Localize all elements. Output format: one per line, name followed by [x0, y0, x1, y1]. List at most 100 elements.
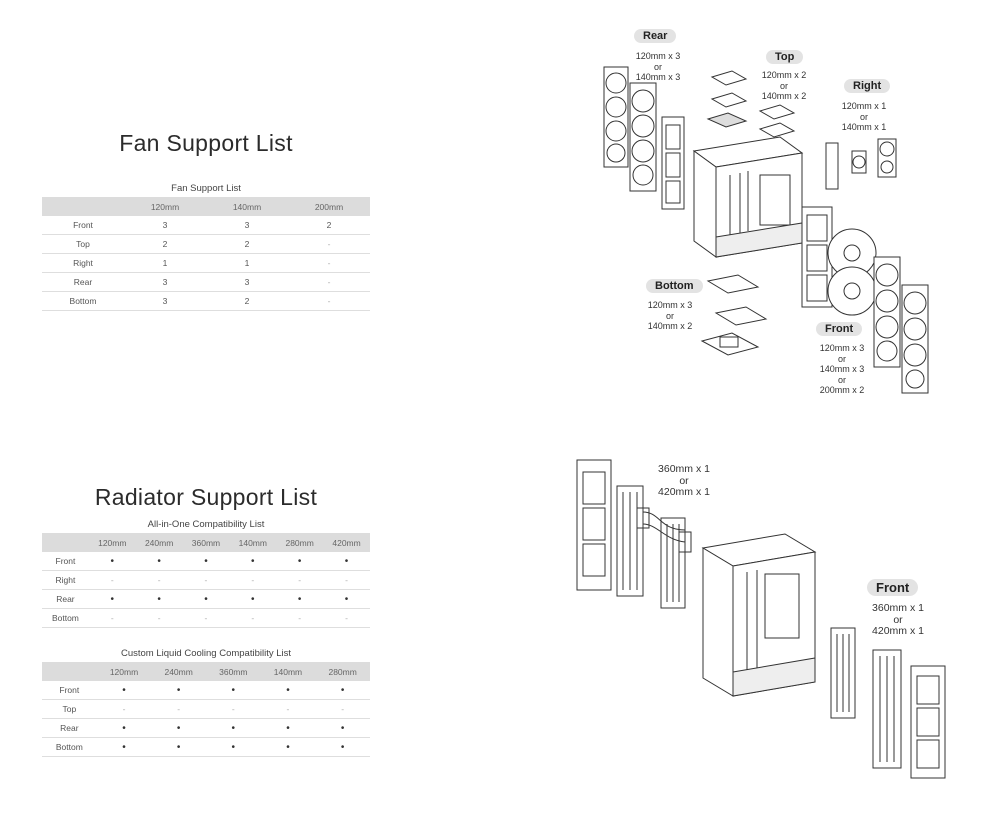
- fan-table-row-label: Top: [42, 234, 124, 254]
- radiator-case-body-icon: [701, 533, 817, 697]
- custom-table-row: Front•••••: [42, 681, 370, 700]
- custom-table-cell: •: [96, 737, 152, 757]
- aio-table-row-label: Right: [42, 570, 89, 590]
- fan-table-cell: 2: [206, 291, 288, 311]
- rear-radiators-icon: [616, 485, 692, 609]
- fan-table-cell: 3: [124, 291, 206, 311]
- custom-table-cell: •: [260, 737, 316, 757]
- aio-table-cell: •: [276, 552, 324, 571]
- fan-table-cell: 3: [206, 272, 288, 292]
- aio-table-cell: •: [229, 552, 277, 571]
- aio-table-col-header: 240mm: [135, 533, 183, 552]
- custom-table-block: Custom Liquid Cooling Compatibility List…: [42, 648, 370, 757]
- aio-table-cell: -: [276, 608, 324, 628]
- aio-table-cell: -: [88, 608, 136, 628]
- fan-table-row-label: Right: [42, 253, 124, 273]
- aio-table-col-header: 140mm: [229, 533, 277, 552]
- fan-table-row-label: Bottom: [42, 291, 124, 311]
- aio-table-cell: •: [276, 589, 324, 609]
- custom-table-row: Rear•••••: [42, 718, 370, 738]
- fan-bottom-spec: 120mm x 3 or 140mm x 2: [647, 300, 693, 331]
- fan-table-col-header: 120mm: [124, 197, 206, 216]
- aio-table-col-header: [42, 533, 89, 552]
- custom-table-cell: •: [260, 681, 316, 700]
- custom-table-row-label: Front: [42, 681, 97, 700]
- case-body-icon: [692, 136, 804, 258]
- aio-table-cell: -: [135, 570, 183, 590]
- radiator-rear-spec: 360mm x 1 or 420mm x 1: [658, 463, 710, 498]
- aio-table-cell: -: [182, 570, 230, 590]
- fan-table-row-label: Rear: [42, 272, 124, 292]
- fan-table-col-header: 140mm: [206, 197, 288, 216]
- rear-bracket-icon: [661, 116, 685, 210]
- radiator-front-spec: 360mm x 1 or 420mm x 1: [872, 602, 924, 637]
- custom-table-cell: •: [151, 718, 206, 738]
- aio-table-col-header: 360mm: [182, 533, 230, 552]
- aio-table-row-label: Rear: [42, 589, 89, 609]
- front-fan-stack-icon: [873, 256, 929, 394]
- custom-table-cell: -: [205, 699, 261, 719]
- fan-table-cell: 2: [124, 234, 206, 254]
- custom-table-cell: •: [96, 681, 152, 700]
- aio-table-cell: -: [229, 608, 277, 628]
- aio-table-cell: -: [323, 608, 370, 628]
- fan-front-label: Front: [816, 322, 863, 336]
- custom-table-cell: •: [205, 718, 261, 738]
- fan-table-cell: 3: [206, 216, 288, 235]
- aio-table-row-label: Bottom: [42, 608, 89, 628]
- custom-table-col-header: [42, 662, 97, 681]
- aio-table-row: Bottom------: [42, 608, 370, 628]
- custom-table-col-header: 140mm: [260, 662, 316, 681]
- fan-bottom-label: Bottom: [646, 279, 703, 293]
- custom-table-col-header: 120mm: [96, 662, 152, 681]
- aio-table-cell: •: [182, 552, 230, 571]
- aio-caption: All-in-One Compatibility List: [147, 519, 265, 530]
- fan-table-cell: -: [288, 234, 370, 254]
- bottom-fans-icon: [700, 274, 768, 356]
- fan-table-cell: -: [288, 272, 370, 292]
- custom-table-cell: •: [205, 681, 261, 700]
- radiator-support-title: Radiator Support List: [94, 484, 318, 510]
- fan-table-cell: 2: [206, 234, 288, 254]
- front-bracket-icon: [801, 206, 833, 308]
- custom-table-cell: -: [260, 699, 316, 719]
- fan-top-spec: 120mm x 2 or 140mm x 2: [761, 70, 807, 101]
- custom-table-cell: -: [96, 699, 152, 719]
- custom-table-row: Bottom•••••: [42, 737, 370, 757]
- fan-front-spec: 120mm x 3 or 140mm x 3 or 200mm x 2: [819, 343, 865, 395]
- fan-table-cell: 3: [124, 272, 206, 292]
- aio-table-cell: •: [88, 552, 136, 571]
- custom-table-row: Top-----: [42, 699, 370, 719]
- custom-table-col-header: 360mm: [205, 662, 261, 681]
- fan-table-cell: 1: [206, 253, 288, 273]
- rear-radiator-bracket-icon: [576, 459, 612, 591]
- custom-table-cell: -: [315, 699, 370, 719]
- front-radiators-icon: [830, 627, 902, 769]
- aio-table-row-label: Front: [42, 552, 89, 571]
- custom-table-cell: -: [151, 699, 206, 719]
- custom-table-row-label: Rear: [42, 718, 97, 738]
- aio-table-row: Rear••••••: [42, 589, 370, 609]
- aio-table-cell: -: [135, 608, 183, 628]
- aio-table-cell: -: [276, 570, 324, 590]
- fan-support-title: Fan Support List: [119, 130, 293, 156]
- custom-table-col-header: 280mm: [315, 662, 370, 681]
- fan-top-label: Top: [766, 50, 804, 64]
- aio-table-cell: •: [135, 552, 183, 571]
- aio-table-col-header: 420mm: [323, 533, 370, 552]
- aio-table-cell: -: [229, 570, 277, 590]
- aio-table-col-header: 280mm: [276, 533, 324, 552]
- custom-caption: Custom Liquid Cooling Compatibility List: [120, 648, 292, 659]
- custom-table-cell: •: [151, 681, 206, 700]
- aio-table-col-header: 120mm: [88, 533, 136, 552]
- fan-table-cell: 1: [124, 253, 206, 273]
- fan-support-caption: Fan Support List: [171, 183, 241, 194]
- aio-table-cell: -: [182, 608, 230, 628]
